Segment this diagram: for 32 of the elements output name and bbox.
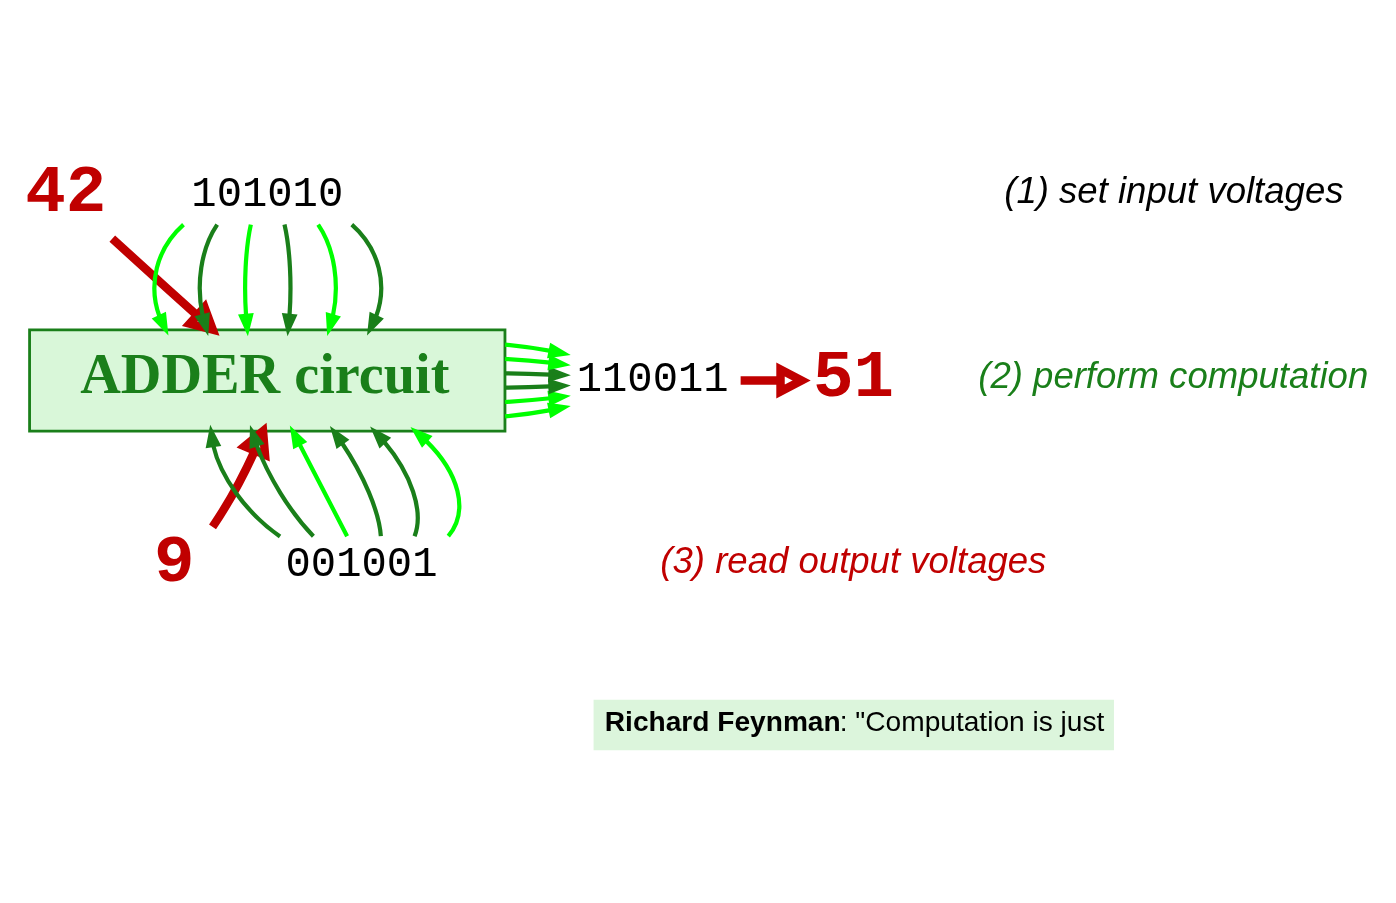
arrow (109, 235, 220, 336)
node-text: 42 (25, 154, 107, 231)
node-text: 110011 (576, 356, 729, 405)
arrow (151, 223, 185, 336)
node-text: 101010 (191, 171, 344, 220)
arrow (194, 223, 219, 336)
node-text: 51 (812, 339, 894, 416)
arrow (205, 424, 282, 539)
label: Richard Feynman: "Computation is just (604, 705, 1105, 737)
arrow (289, 425, 349, 538)
arrow (329, 425, 383, 537)
arrow (316, 223, 341, 336)
node-text: 9 (154, 524, 195, 601)
arrow (281, 224, 298, 337)
label: (3) read output voltages (660, 539, 1047, 581)
arrow (209, 422, 270, 530)
arrow (505, 378, 571, 395)
arrow (238, 224, 254, 337)
label: (2) perform computation (978, 354, 1369, 396)
arrow (505, 366, 571, 383)
arrow (249, 425, 315, 538)
label: (1) set input voltages (1004, 169, 1344, 211)
arrow (370, 426, 420, 537)
arrow (504, 342, 571, 359)
arrow (740, 362, 811, 399)
arrow (505, 354, 571, 371)
arrow (505, 390, 571, 407)
arrow (410, 426, 462, 538)
node-box: ADDER circuit (28, 328, 507, 433)
arrow (504, 402, 571, 419)
node-text: 001001 (285, 540, 438, 589)
arrow (350, 223, 384, 336)
